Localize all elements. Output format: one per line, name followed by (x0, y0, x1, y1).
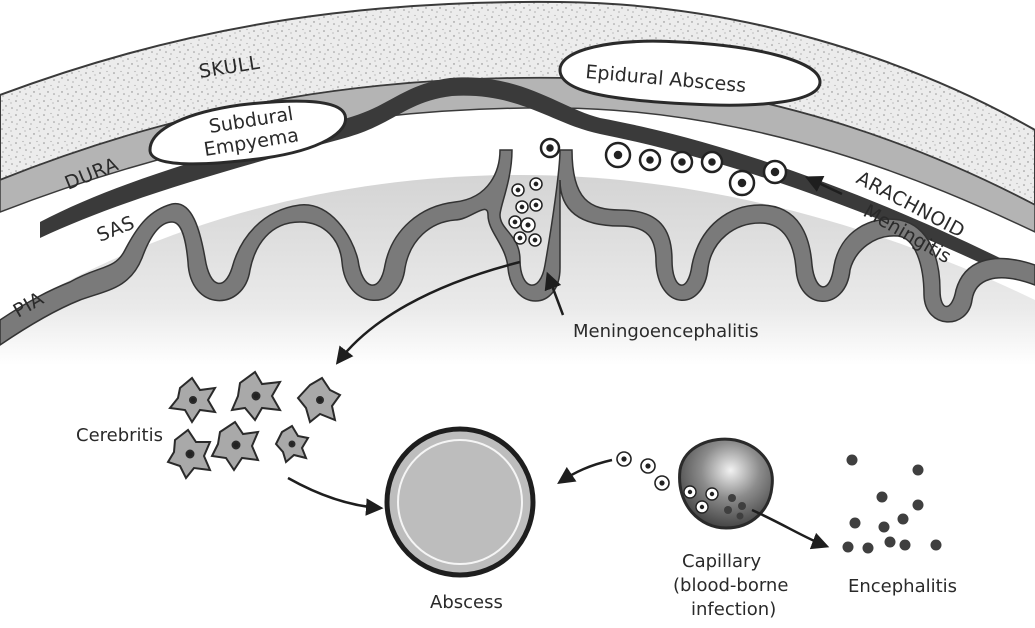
arrow-capillary-to-encephalitis (752, 510, 826, 546)
label-meningoencephalitis: Meningoencephalitis (573, 321, 759, 342)
label-encephalitis: Encephalitis (848, 576, 957, 597)
label-capillary-2: (blood-borne (673, 575, 788, 596)
arrow-cerebritis-to-abscess (288, 478, 380, 508)
capillary (680, 439, 773, 528)
arrow-capillary-to-abscess (560, 460, 612, 482)
cerebritis-cells (168, 372, 340, 478)
emigrating-cells (617, 452, 669, 490)
label-capillary-3: infection) (691, 599, 776, 620)
label-abscess: Abscess (430, 592, 503, 613)
label-capillary-1: Capillary (682, 551, 761, 572)
label-cerebritis: Cerebritis (76, 425, 163, 446)
abscess (387, 429, 533, 575)
encephalitis-particles (843, 455, 942, 554)
